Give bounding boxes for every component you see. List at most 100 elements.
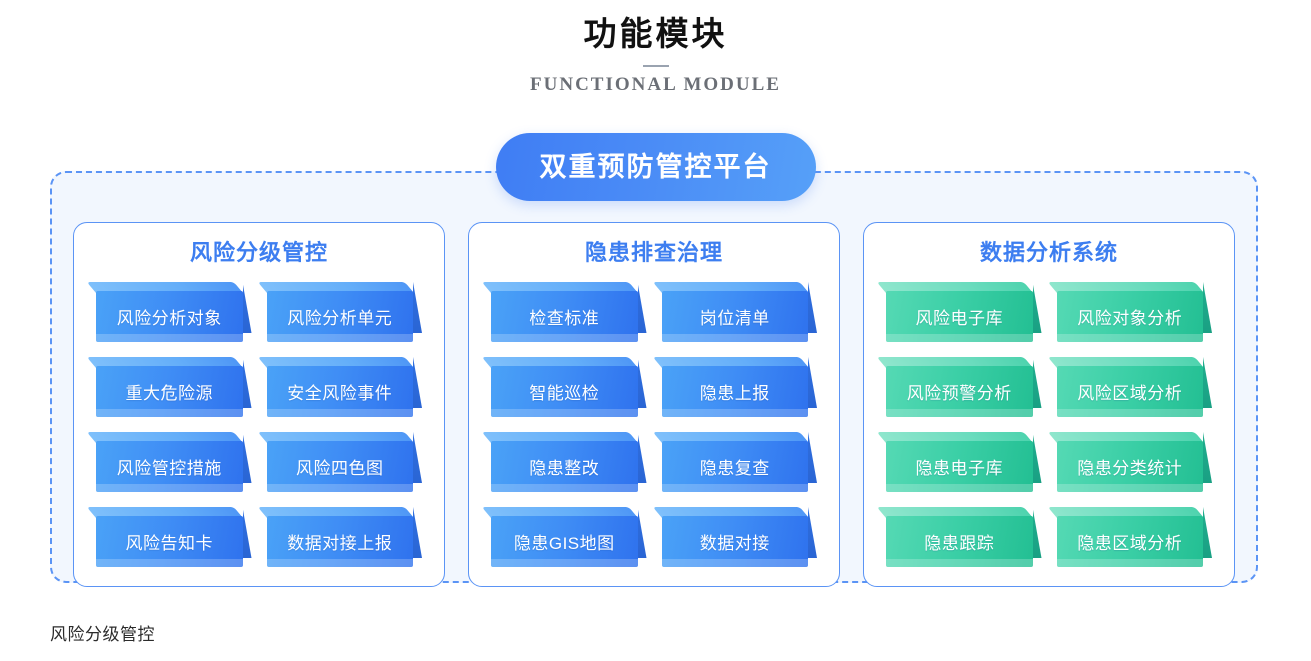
tile-side-face — [413, 507, 422, 558]
tile-body: 风险分析对象 — [96, 291, 243, 342]
tile-label: 隐患分类统计 — [1077, 459, 1183, 478]
tile-body: 隐患复查 — [661, 441, 808, 492]
tile-body: 风险对象分析 — [1056, 291, 1203, 342]
tile-label: 隐患区域分析 — [1077, 534, 1183, 553]
tile-label: 隐患GIS地图 — [513, 534, 615, 553]
page-title: 功能模块 — [583, 17, 728, 53]
tile-body: 安全风险事件 — [266, 366, 413, 417]
tile-body: 隐患分类统计 — [1056, 441, 1203, 492]
tile-side-face — [1032, 432, 1042, 483]
module-tile[interactable]: 安全风险事件 — [257, 357, 422, 417]
tile-body: 智能巡检 — [491, 366, 638, 417]
platform-banner-wrap: 双重预防管控平台 — [0, 133, 1311, 201]
footer-caption: 风险分级管控 — [50, 625, 155, 644]
tile-side-face — [637, 432, 647, 483]
panel-title: 数据分析系统 — [979, 240, 1118, 265]
module-tile[interactable]: 隐患跟踪 — [876, 507, 1042, 567]
tile-label: 风险分析对象 — [116, 309, 222, 328]
tile-side-face — [808, 282, 817, 333]
tile-side-face — [637, 357, 647, 408]
module-tile[interactable]: 风险电子库 — [876, 282, 1042, 342]
module-tile[interactable]: 隐患电子库 — [876, 432, 1042, 492]
tile-side-face — [242, 357, 252, 408]
module-panel-hazard-investigation: 隐患排查治理 检查标准 岗位清单 智能巡检 — [468, 222, 840, 587]
tile-side-face — [1203, 357, 1212, 408]
tile-label: 风险管控措施 — [116, 459, 222, 478]
module-tile[interactable]: 风险管控措施 — [86, 432, 252, 492]
tile-side-face — [1203, 432, 1212, 483]
module-tile[interactable]: 数据对接上报 — [257, 507, 422, 567]
module-tile[interactable]: 风险分析对象 — [86, 282, 252, 342]
panel-title: 隐患排查治理 — [584, 240, 723, 265]
tile-label: 检查标准 — [529, 309, 600, 328]
tile-label: 智能巡检 — [529, 384, 600, 403]
tile-body: 数据对接上报 — [266, 516, 413, 567]
module-tile[interactable]: 重大危险源 — [86, 357, 252, 417]
tile-side-face — [242, 432, 252, 483]
tile-label: 隐患复查 — [699, 459, 770, 478]
tile-body: 隐患整改 — [491, 441, 638, 492]
module-tile[interactable]: 风险预警分析 — [876, 357, 1042, 417]
tile-body: 风险预警分析 — [886, 366, 1033, 417]
tile-side-face — [808, 357, 817, 408]
tile-label: 数据对接上报 — [287, 534, 393, 553]
tile-label: 风险告知卡 — [125, 534, 213, 553]
tile-body: 风险分析单元 — [266, 291, 413, 342]
tile-body: 风险电子库 — [886, 291, 1033, 342]
tile-label: 安全风险事件 — [287, 384, 393, 403]
tile-body: 隐患上报 — [661, 366, 808, 417]
tile-side-face — [1032, 357, 1042, 408]
tile-grid: 风险分析对象 风险分析单元 重大危险源 — [86, 282, 422, 567]
module-tile[interactable]: 检查标准 — [481, 282, 647, 342]
tile-label: 隐患跟踪 — [924, 534, 995, 553]
page-subtitle: FUNCTIONAL MODULE — [530, 74, 781, 95]
tile-grid: 风险电子库 风险对象分析 风险预警分析 — [876, 282, 1212, 567]
panel-title: 风险分级管控 — [189, 240, 328, 265]
tile-side-face — [413, 357, 422, 408]
platform-banner[interactable]: 双重预防管控平台 — [495, 133, 816, 201]
module-tile[interactable]: 数据对接 — [652, 507, 817, 567]
tile-label: 风险预警分析 — [906, 384, 1012, 403]
tile-label: 隐患整改 — [529, 459, 600, 478]
module-tile[interactable]: 隐患区域分析 — [1047, 507, 1212, 567]
tile-body: 风险管控措施 — [96, 441, 243, 492]
module-tile[interactable]: 隐患整改 — [481, 432, 647, 492]
tile-side-face — [413, 432, 422, 483]
tile-body: 风险告知卡 — [96, 516, 243, 567]
tile-side-face — [1203, 282, 1212, 333]
tile-label: 重大危险源 — [125, 384, 213, 403]
tile-body: 风险区域分析 — [1056, 366, 1203, 417]
module-tile[interactable]: 风险区域分析 — [1047, 357, 1212, 417]
module-columns: 风险分级管控 风险分析对象 风险分析单元 重大危险源 — [50, 171, 1258, 587]
tile-label: 数据对接 — [699, 534, 770, 553]
module-tile[interactable]: 风险对象分析 — [1047, 282, 1212, 342]
module-tile[interactable]: 风险告知卡 — [86, 507, 252, 567]
tile-side-face — [637, 507, 647, 558]
tile-label: 风险区域分析 — [1077, 384, 1183, 403]
tile-side-face — [808, 432, 817, 483]
module-panel-risk-grading: 风险分级管控 风险分析对象 风险分析单元 重大危险源 — [73, 222, 445, 587]
module-tile[interactable]: 岗位清单 — [652, 282, 817, 342]
tile-body: 隐患GIS地图 — [491, 516, 638, 567]
tile-grid: 检查标准 岗位清单 智能巡检 隐患上报 — [481, 282, 817, 567]
module-tile[interactable]: 隐患GIS地图 — [481, 507, 647, 567]
tile-side-face — [413, 282, 422, 333]
module-tile[interactable]: 风险分析单元 — [257, 282, 422, 342]
module-tile[interactable]: 智能巡检 — [481, 357, 647, 417]
module-tile[interactable]: 隐患复查 — [652, 432, 817, 492]
tile-body: 隐患电子库 — [886, 441, 1033, 492]
tile-body: 重大危险源 — [96, 366, 243, 417]
tile-side-face — [1032, 282, 1042, 333]
tile-body: 隐患跟踪 — [886, 516, 1033, 567]
tile-body: 检查标准 — [491, 291, 638, 342]
module-tile[interactable]: 隐患上报 — [652, 357, 817, 417]
tile-label: 隐患上报 — [699, 384, 770, 403]
tile-label: 风险电子库 — [915, 309, 1003, 328]
tile-side-face — [1203, 507, 1212, 558]
title-divider — [642, 65, 669, 67]
tile-side-face — [808, 507, 817, 558]
module-tile[interactable]: 风险四色图 — [257, 432, 422, 492]
tile-side-face — [242, 282, 252, 333]
page-header: 功能模块 FUNCTIONAL MODULE — [0, 0, 1311, 97]
module-tile[interactable]: 隐患分类统计 — [1047, 432, 1212, 492]
